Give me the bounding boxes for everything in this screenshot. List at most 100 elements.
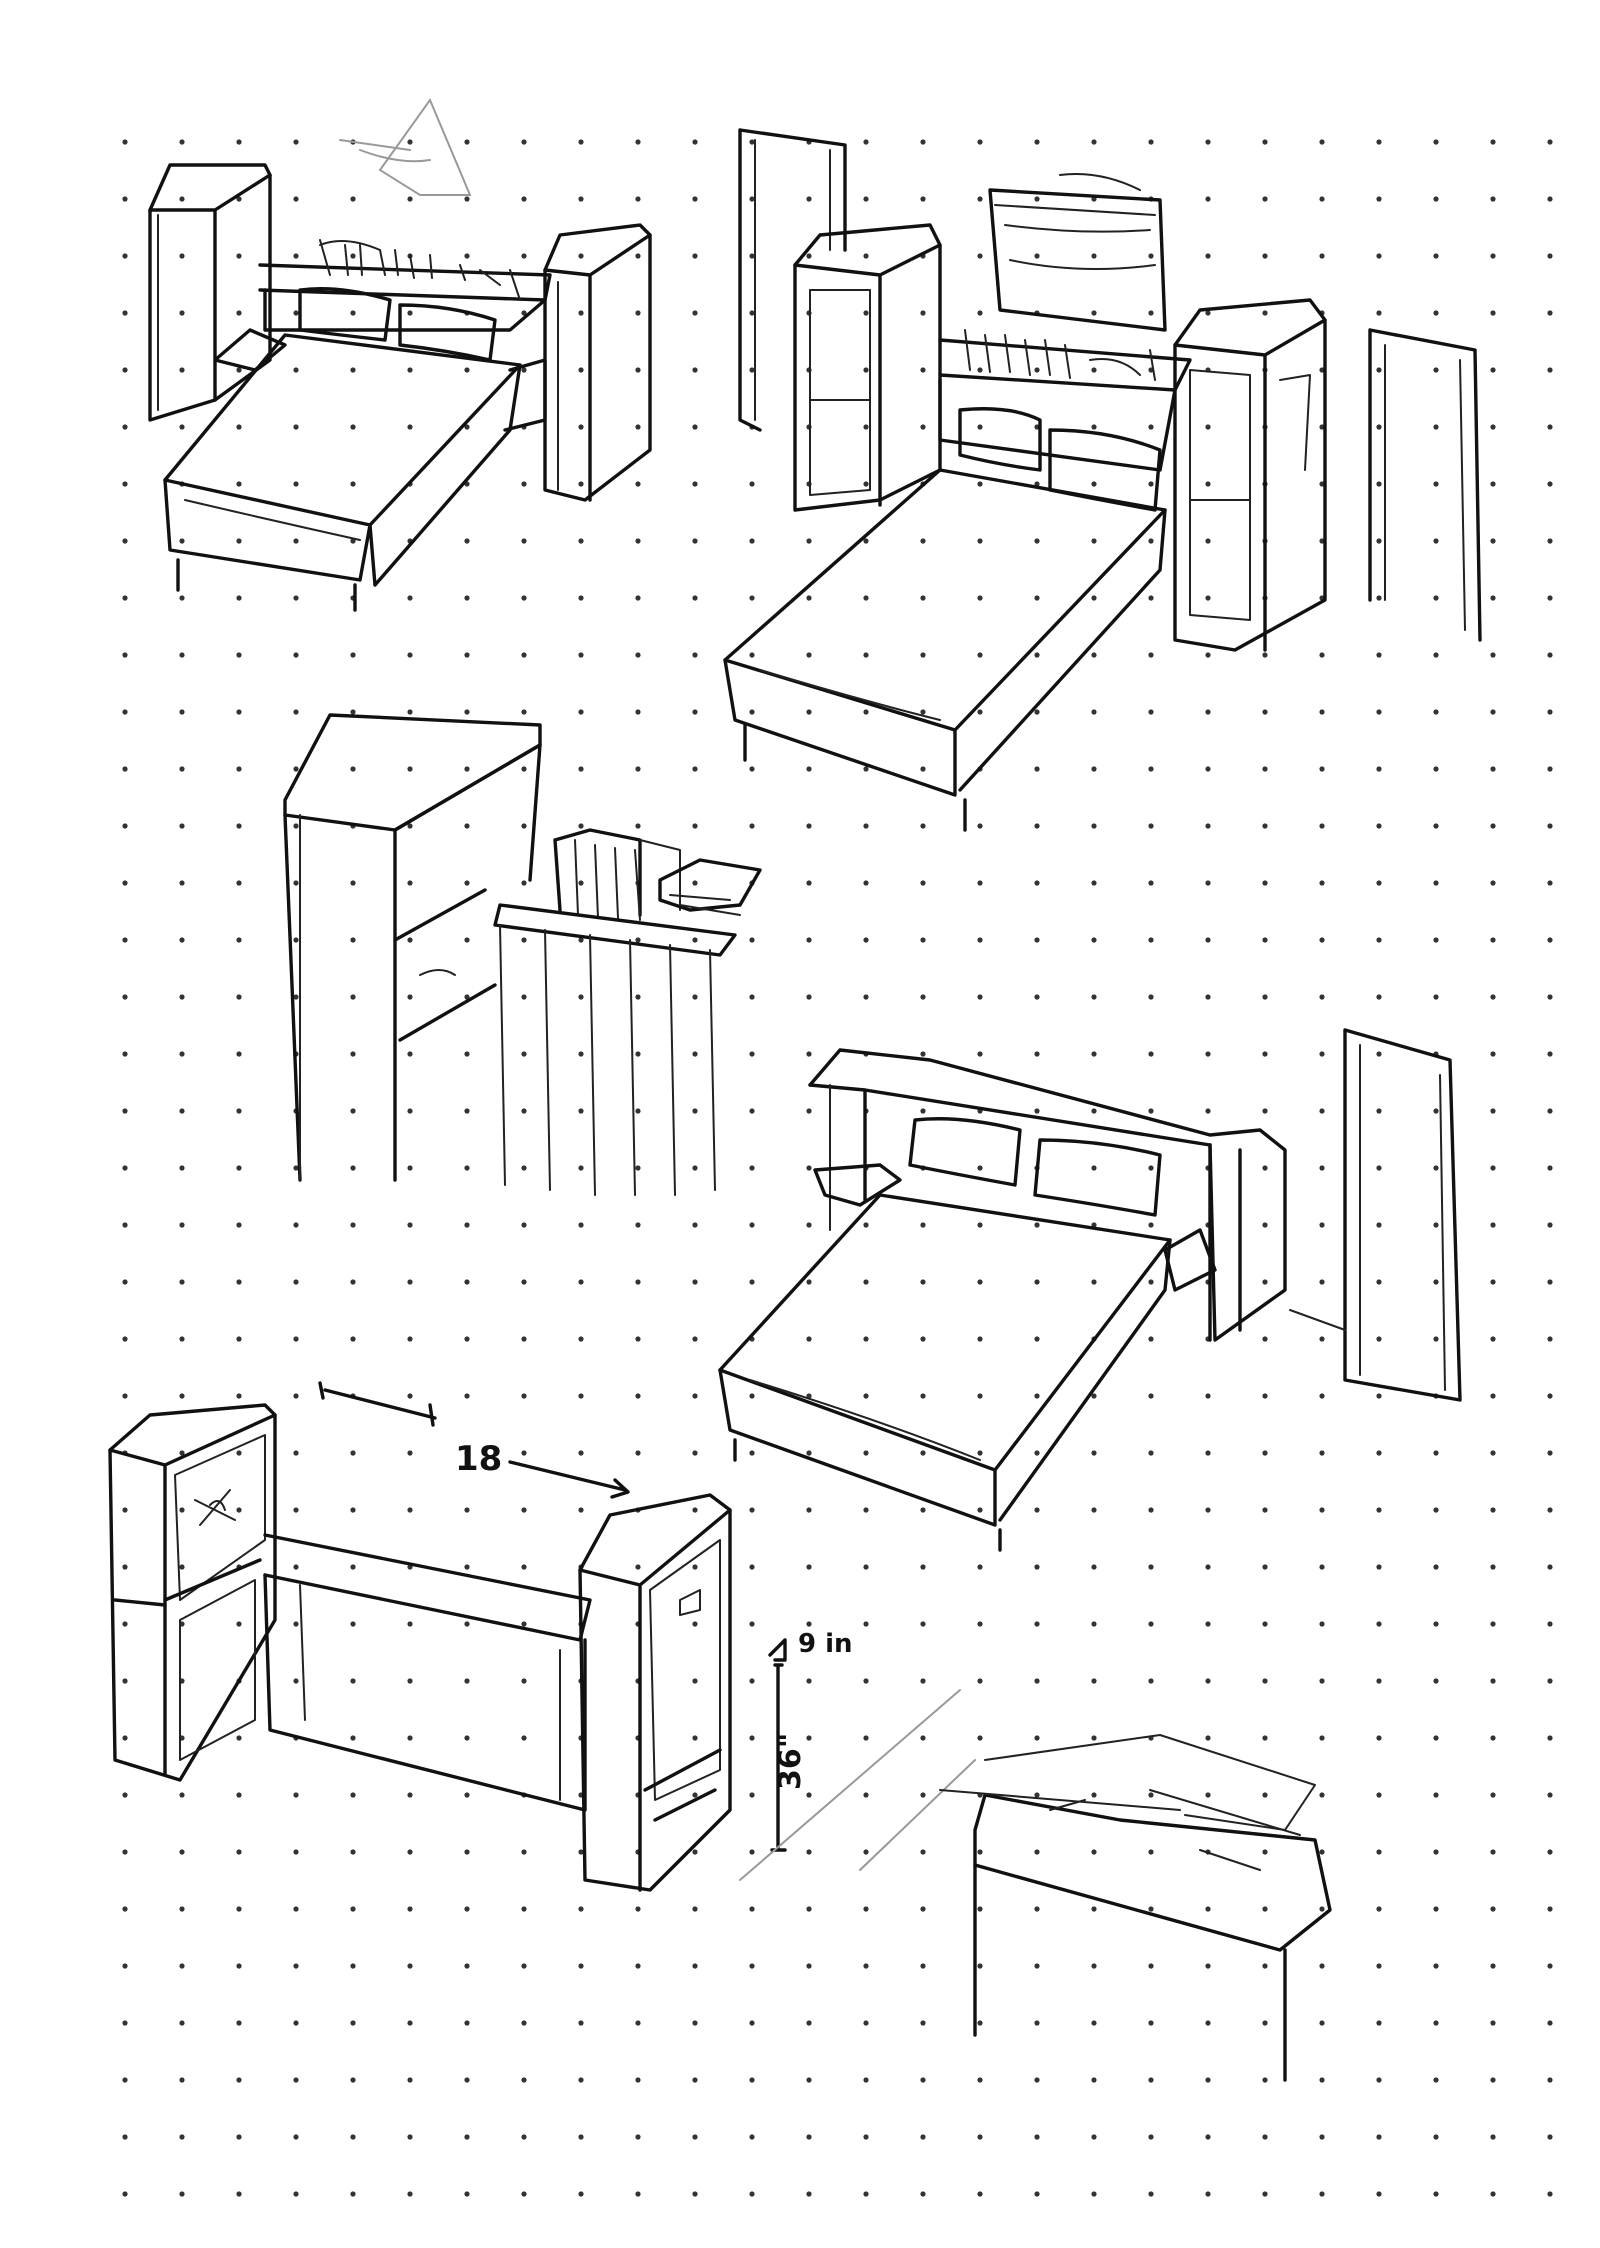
grid-dot (749, 1051, 755, 1057)
grid-dot (1490, 481, 1496, 487)
grid-dot (1319, 1963, 1325, 1969)
grid-dot (806, 1735, 812, 1741)
grid-dot (1547, 2134, 1553, 2140)
grid-dot (350, 1678, 356, 1684)
grid-dot (179, 709, 185, 715)
grid-dot (578, 2020, 584, 2026)
grid-dot (1034, 1051, 1040, 1057)
grid-dot (521, 595, 527, 601)
grid-dot (920, 1279, 926, 1285)
grid-dot (749, 1279, 755, 1285)
grid-dot (407, 424, 413, 430)
grid-dot (1148, 2020, 1154, 2026)
grid-dot (407, 595, 413, 601)
grid-dot (749, 1108, 755, 1114)
grid-dot (1148, 1279, 1154, 1285)
grid-dot (521, 1222, 527, 1228)
grid-dot (692, 1564, 698, 1570)
grid-dot (920, 1792, 926, 1798)
grid-dot (122, 1393, 128, 1399)
grid-dot (464, 766, 470, 772)
grid-dot (179, 1393, 185, 1399)
grid-dot (1490, 1165, 1496, 1171)
grid-dot (122, 538, 128, 544)
grid-dot (122, 880, 128, 886)
grid-dot (179, 937, 185, 943)
grid-dot (1490, 139, 1496, 145)
grid-dot (749, 1621, 755, 1627)
grid-dot (1490, 2020, 1496, 2026)
grid-dot (635, 538, 641, 544)
grid-dot (407, 2077, 413, 2083)
grid-dot (1034, 1222, 1040, 1228)
grid-dot (1034, 196, 1040, 202)
grid-dot (1034, 253, 1040, 259)
grid-dot (806, 1051, 812, 1057)
grid-dot (407, 2134, 413, 2140)
grid-dot (350, 709, 356, 715)
grid-dot (1034, 652, 1040, 658)
grid-dot (407, 937, 413, 943)
grid-dot (635, 1564, 641, 1570)
grid-dot (977, 481, 983, 487)
depth-dimension-label: 9 in (798, 1629, 853, 1659)
grid-dot (236, 937, 242, 943)
grid-dot (179, 310, 185, 316)
grid-dot (464, 823, 470, 829)
grid-dot (1547, 595, 1553, 601)
grid-dot (293, 1507, 299, 1513)
grid-dot (1376, 1336, 1382, 1342)
grid-dot (521, 2077, 527, 2083)
grid-dot (1547, 1735, 1553, 1741)
grid-dot (1091, 2020, 1097, 2026)
grid-dot (350, 766, 356, 772)
grid-dot (1091, 880, 1097, 886)
grid-dot (920, 1222, 926, 1228)
grid-dot (692, 1735, 698, 1741)
grid-dot (749, 139, 755, 145)
grid-dot (863, 139, 869, 145)
grid-dot (407, 1165, 413, 1171)
grid-dot (293, 1564, 299, 1570)
grid-dot (1205, 1735, 1211, 1741)
grid-dot (464, 1678, 470, 1684)
grid-dot (1091, 709, 1097, 715)
grid-dot (407, 1621, 413, 1627)
grid-dot (1376, 1621, 1382, 1627)
grid-dot (920, 1621, 926, 1627)
grid-dot (122, 367, 128, 373)
grid-dot (1376, 994, 1382, 1000)
grid-dot (1148, 652, 1154, 658)
grid-dot (806, 1222, 812, 1228)
grid-dot (1547, 1906, 1553, 1912)
grid-dot (863, 1450, 869, 1456)
grid-dot (578, 253, 584, 259)
grid-dot (1091, 1792, 1097, 1798)
grid-dot (293, 1621, 299, 1627)
grid-dot (1433, 367, 1439, 373)
grid-dot (236, 2134, 242, 2140)
grid-dot (977, 1279, 983, 1285)
grid-dot (1205, 253, 1211, 259)
grid-dot (1490, 766, 1496, 772)
grid-dot (122, 310, 128, 316)
grid-dot (863, 1906, 869, 1912)
grid-dot (1490, 1336, 1496, 1342)
grid-dot (635, 652, 641, 658)
grid-dot (863, 1564, 869, 1570)
grid-dot (806, 823, 812, 829)
grid-dot (1433, 766, 1439, 772)
grid-dot (1319, 196, 1325, 202)
grid-dot (692, 253, 698, 259)
grid-dot (1376, 1279, 1382, 1285)
grid-dot (977, 1450, 983, 1456)
grid-dot (464, 1735, 470, 1741)
grid-dot (1319, 253, 1325, 259)
grid-dot (1148, 424, 1154, 430)
grid-dot (1262, 2134, 1268, 2140)
grid-dot (1547, 538, 1553, 544)
grid-dot (521, 1051, 527, 1057)
grid-dot (977, 937, 983, 943)
grid-dot (464, 1621, 470, 1627)
grid-dot (236, 1393, 242, 1399)
